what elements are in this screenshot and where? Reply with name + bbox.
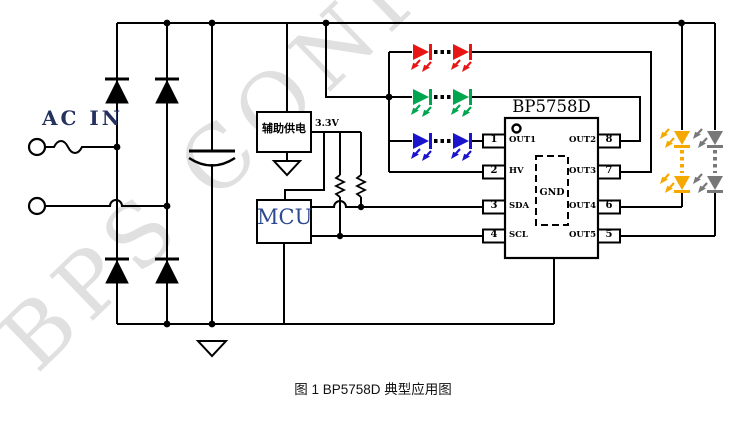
junction-dots xyxy=(113,19,685,328)
capacitor-icon xyxy=(188,149,236,167)
diode-icon xyxy=(155,257,179,284)
led-string-green xyxy=(409,89,473,119)
pin-number-2: 2 xyxy=(490,165,498,176)
ground-icon xyxy=(271,160,303,177)
pin-name-out4: OUT4 xyxy=(568,201,596,211)
pin-number-6: 6 xyxy=(605,200,613,211)
aux-supply-label: 辅助供电 xyxy=(262,123,306,135)
pin-number-1: 1 xyxy=(490,134,498,145)
resistor-icon xyxy=(333,174,368,198)
pin-boxes xyxy=(482,133,621,244)
gnd-pad-label: GND xyxy=(539,187,565,198)
pin1-marker-icon xyxy=(511,123,522,134)
pin-name-sda: SDA xyxy=(509,201,530,211)
ac-terminals xyxy=(27,137,47,216)
ac-in-label: AC IN xyxy=(42,106,124,130)
figure-caption: 图 1 BP5758D 典型应用图 xyxy=(294,382,452,397)
pin-name-scl: SCL xyxy=(509,230,528,240)
aux-supply-box xyxy=(256,111,312,153)
chip-body xyxy=(503,116,600,260)
mcu-label: MCU xyxy=(257,205,313,229)
diode-icon xyxy=(105,257,129,284)
bridge-rectifier xyxy=(105,77,179,284)
rail-3v3-label: 3.3V xyxy=(315,118,339,129)
pin-number-5: 5 xyxy=(605,229,613,240)
pin-number-7: 7 xyxy=(605,165,613,176)
ground-icon xyxy=(195,340,229,358)
diode-icon xyxy=(105,77,129,104)
pin-number-3: 3 xyxy=(490,200,498,211)
diode-icon xyxy=(155,77,179,104)
led-string-amber xyxy=(658,127,690,195)
pin-name-out2: OUT2 xyxy=(568,135,596,145)
pin-name-hv: HV xyxy=(509,166,524,176)
led-string-red xyxy=(409,44,473,74)
ac-terminal-top xyxy=(27,137,47,157)
wires xyxy=(45,22,716,325)
pin-name-out1: OUT1 xyxy=(509,135,537,145)
led-string-gray xyxy=(691,127,723,195)
led-string-blue xyxy=(409,133,473,163)
pin-number-8: 8 xyxy=(605,134,613,145)
mcu-box xyxy=(256,199,312,244)
pin-number-4: 4 xyxy=(490,229,498,240)
gnd-pad xyxy=(535,155,569,226)
chip-title: BP5758D xyxy=(512,97,591,116)
ac-terminal-bottom xyxy=(27,196,47,216)
pin-name-out3: OUT3 xyxy=(568,166,596,176)
pin-name-out5: OUT5 xyxy=(568,230,596,240)
bp5758d-chip xyxy=(482,116,621,260)
